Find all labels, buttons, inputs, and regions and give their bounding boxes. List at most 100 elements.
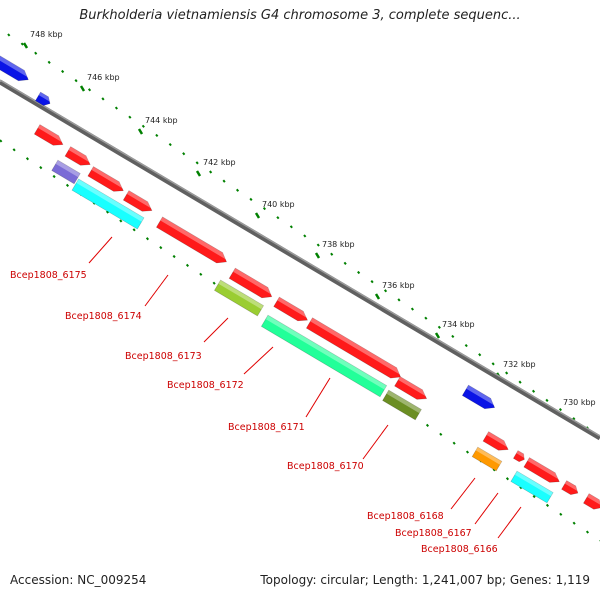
scale-dot [101,97,105,101]
gene-feature-shape [512,450,525,463]
cds-feature-shine [386,390,422,414]
scale-tick [254,212,261,219]
label-leader-line [144,274,169,307]
gene-feature [305,317,404,379]
gene-feature-shape [394,376,428,400]
cds-feature-shine [76,179,144,222]
gene-feature-shine [160,216,230,261]
feature-blue-left-shine [0,55,32,79]
gene-feature-shine [277,297,311,319]
scale-dot [25,157,30,161]
scale-dot [52,174,56,179]
cds-feature-shine [265,315,387,390]
gene-feature-shine [564,480,581,492]
cds-feature-shine [475,447,502,465]
gene-feature [155,216,230,264]
tick-label: 748 kbp [30,30,63,39]
scale-dot [532,494,536,499]
scale-dot [316,243,320,247]
scale-dot [212,281,216,285]
gene-label: Bcep1808_6174 [65,311,142,322]
gene-feature-shape [155,216,227,264]
chromosome-backbone [0,79,600,441]
feature-blue-small [35,91,53,106]
gene-feature-shine [398,376,430,398]
feature-blue-left [0,54,32,82]
scale-dot [185,263,190,267]
scale-dot [182,152,186,156]
tick-label: 732 kbp [503,360,536,369]
gene-feature-shine [527,457,563,481]
scale-dot [7,33,11,37]
feature-blue-small-shape [35,91,51,106]
gene-feature [273,296,311,322]
cds-feature-shape [471,446,503,472]
scale-dot [572,417,576,421]
cds-feature [71,178,145,230]
scale-dot [276,216,280,220]
gene-feature [523,457,563,483]
gene-feature-shape [122,190,153,212]
gene-label: Bcep1808_6173 [125,351,202,362]
tick-label: 738 kbp [322,240,355,249]
gene-feature-shape [482,431,509,451]
cds-feature-shine [55,160,81,178]
gene-feature [561,480,581,495]
gene-feature-shine [310,317,404,376]
scale-dot [370,280,374,284]
cds-feature [214,279,264,317]
scale-dot [199,272,203,276]
scale-dot [128,115,132,119]
scale-dot [505,477,510,481]
gene-feature-shape [523,457,560,483]
gene-label: Bcep1808_6172 [167,380,244,391]
scale-dot [141,124,145,128]
gene-feature-shine [68,146,93,164]
cds-feature-shape [51,159,81,185]
gene-feature [394,376,430,400]
scale-dot [425,423,430,427]
gene-feature [482,431,511,451]
feature-blue-right [461,384,498,410]
scale-dot [0,139,3,143]
gene-label: Bcep1808_6171 [228,422,305,433]
scale-dot [505,371,509,375]
gene-labels: Bcep1808_6175Bcep1808_6174Bcep1808_6173B… [10,270,498,555]
scale-dot [168,142,172,147]
scale-dot [545,503,550,507]
cds-feature-shape [214,279,264,317]
gene-feature-shine [486,431,511,449]
scale-dot [558,407,563,412]
feature-blue-right-shine [466,385,498,407]
scale-tick [195,170,202,177]
scale-dot [61,69,65,74]
scale-tick [314,252,321,259]
cds-feature [510,470,554,504]
scale-dot [572,521,576,525]
scale-dot [410,307,415,311]
gene-label: Bcep1808_6170 [287,461,364,472]
label-leader-line [243,346,274,375]
scale-dot [159,246,163,250]
gene-label: Bcep1808_6167 [395,528,472,539]
gene-feature-shape [561,480,579,495]
cds-feature-shine [514,471,554,497]
label-leader-line [474,492,499,525]
scale-dot [518,380,522,384]
gene-feature-shape [305,317,402,379]
cds-feature-shape [260,314,388,398]
scale-dot [34,51,38,55]
tick-label: 734 kbp [442,320,475,329]
map-title: Burkholderia vietnamiensis G4 chromosome… [79,8,521,23]
feature-blue-left-shape [0,54,29,82]
gene-feature-shape [583,493,600,510]
scale-dot [249,197,253,201]
cds-feature [51,159,81,185]
tick-label: 736 kbp [382,281,415,290]
gene-feature-shape [87,166,124,192]
gene-feature [583,493,600,510]
scale-dot [114,106,119,110]
chromosome-backbone-highlight [0,79,600,437]
